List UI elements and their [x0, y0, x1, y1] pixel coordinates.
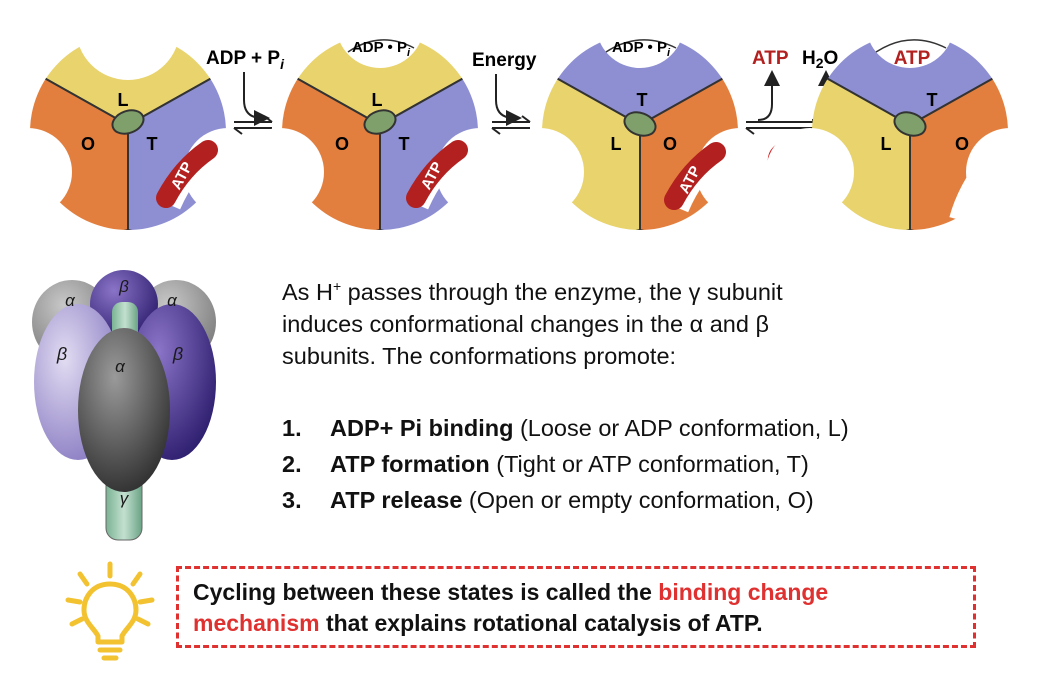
callout-box: Cycling between these states is called t… [176, 566, 976, 648]
list-item: 2. ATP formation (Tight or ATP conformati… [282, 446, 1022, 482]
description-line-2: induces conformational changes in the α … [282, 310, 769, 337]
adp-pi-label: ADP + Pi [206, 48, 285, 72]
atp-released-label: ATP [752, 48, 789, 69]
step-number: 1. [282, 415, 302, 441]
alpha-subunit-front [78, 328, 170, 492]
callout-text-post: that explains rotational catalysis of AT… [319, 610, 763, 636]
gamma-shaft-section [893, 111, 927, 137]
step-title: ATP formation [330, 451, 490, 477]
site-label-o: O [955, 134, 969, 154]
gamma-shaft-section [363, 109, 397, 135]
atp-bound-label: ATP [894, 48, 931, 69]
binding-change-cycle-diagram: ATP L O T ADP + Pi 1 ADP • Pi ATP L O T [0, 0, 1048, 230]
site-label-o: O [663, 134, 677, 154]
f1-structure-1: ATP L O T [0, 0, 272, 230]
alpha-label: α [65, 291, 76, 310]
beta-label: β [56, 344, 67, 364]
site-label-l: L [881, 134, 892, 154]
f1-structure-3: ADP • Pi ATP T L O [496, 0, 784, 230]
step-detail: (Tight or ATP conformation, T) [489, 451, 809, 477]
description-prefix: As H [282, 278, 333, 305]
description-text: As H+ passes through the enzyme, the γ s… [282, 270, 1022, 372]
site-label-t: T [399, 134, 410, 154]
water-label: H2O [802, 48, 838, 71]
site-label-l: L [118, 90, 129, 110]
gamma-label: γ [120, 489, 130, 508]
site-label-t: T [147, 134, 158, 154]
site-label-o: O [81, 134, 95, 154]
conformation-steps-list: 1. ADP+ Pi binding (Loose or ADP conforma… [282, 410, 1022, 518]
alpha-label: α [115, 357, 126, 376]
description-line-1: As H+ passes through the enzyme, the γ s… [282, 270, 1022, 308]
site-label-l: L [611, 134, 622, 154]
site-label-o: O [335, 134, 349, 154]
step-number: 2. [282, 451, 302, 477]
lightbulb-icon [65, 561, 155, 661]
step-number: 3. [282, 487, 302, 513]
site-label-t: T [927, 90, 938, 110]
list-item: 1. ADP+ Pi binding (Loose or ADP conforma… [282, 410, 1022, 446]
beta-label: β [118, 277, 129, 296]
step-detail: (Open or empty conformation, O) [462, 487, 814, 513]
f1-structure-2: ADP • Pi ATP L O T [236, 0, 524, 230]
proton-charge: + [332, 278, 342, 294]
adp-pi-bound-label: ADP • Pi [612, 39, 671, 59]
callout-highlight-1: binding change [658, 579, 829, 605]
gamma-shaft-section [623, 111, 657, 137]
energy-label: Energy [472, 50, 537, 71]
site-label-l: L [372, 90, 383, 110]
gamma-shaft-section [111, 109, 145, 135]
adp-pi-bound-label: ADP • Pi [352, 39, 411, 59]
step-title: ADP+ Pi binding [330, 415, 514, 441]
site-label-t: T [637, 90, 648, 110]
f1-atp-synthase-illustration: β α α β β α γ [32, 270, 216, 541]
description-line-1-rest: passes through the enzyme, the γ subunit [341, 278, 783, 305]
beta-label: β [172, 344, 183, 364]
f1-structure-4: ATP T L O [766, 0, 1048, 230]
step-detail: (Loose or ADP conformation, L) [513, 415, 849, 441]
description-line-3: subunits. The conformations promote: [282, 342, 677, 369]
callout-highlight-2: mechanism [193, 610, 320, 636]
step-title: ATP release [330, 487, 463, 513]
callout-text-pre: Cycling between these states is called t… [193, 579, 659, 605]
list-item: 3. ATP release (Open or empty conformatio… [282, 482, 1022, 518]
alpha-label: α [167, 291, 178, 310]
